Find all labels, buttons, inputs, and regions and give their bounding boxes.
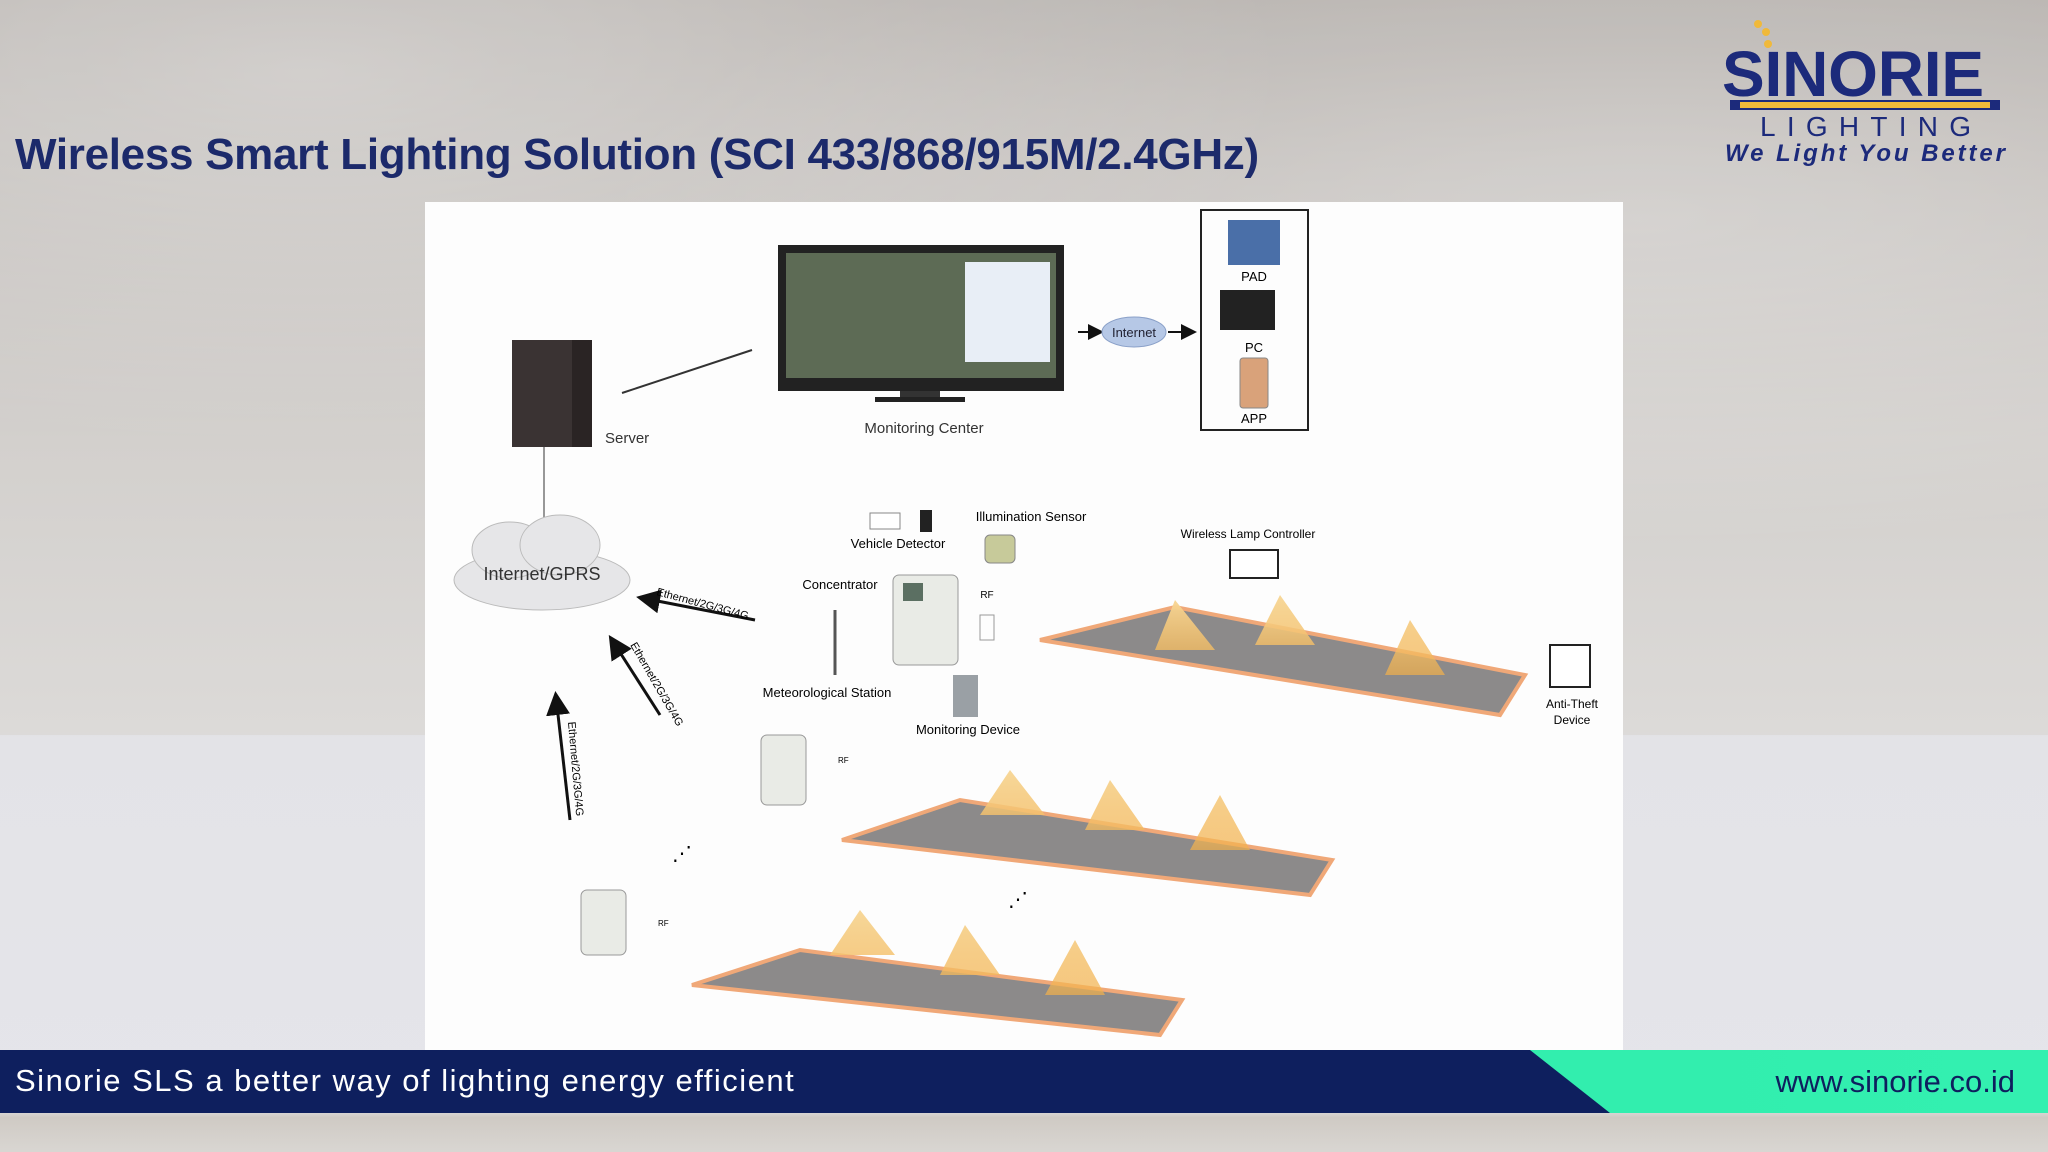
rf-label: RF [838,756,849,765]
illumination-sensor-icon [984,534,1016,564]
road-3 [691,910,1186,1038]
rf-label: RF [658,919,669,928]
road-2 [841,770,1336,898]
vehicle-detector-icon [869,512,901,530]
server-icon [512,340,592,447]
svg-text:SINORIE: SINORIE [1722,38,1984,110]
monitor-icon [778,245,1064,402]
road-1 [1039,595,1529,718]
rf-label: RF [980,590,993,601]
lamp-controller-icon [1229,549,1279,579]
monitoring-device-icon [953,675,978,717]
website-link[interactable]: www.sinorie.co.id [1775,1064,2015,1099]
ellipsis-dots: ⋰ [672,843,692,865]
page-title: Wireless Smart Lighting Solution (SCI 43… [15,130,1259,179]
concentrator-label: Concentrator [802,577,878,592]
app-label: APP [1241,411,1267,426]
anti-theft-label: Anti-Theft [1546,697,1599,711]
vehicle-detector-label: Vehicle Detector [851,536,946,551]
server-label: Server [605,430,649,447]
meteorological-station-label: Meteorological Station [763,685,892,700]
anti-theft-device-icon [1549,644,1591,688]
internet-cloud-icon [1101,316,1167,348]
link-label: Ethernet/2G/3G/4G [627,641,685,729]
concentrator-icon [580,889,627,956]
anti-theft-label: Device [1554,713,1591,727]
phone-icon [1239,357,1269,409]
sinorie-logo: SINORIE LIGHTING We Light You Better [1722,20,2007,167]
monitoring-device-label: Monitoring Device [916,722,1020,737]
concentrator-icon [760,734,807,806]
illumination-sensor-label: Illumination Sensor [976,509,1087,524]
wireless-lamp-controller-label: Wireless Lamp Controller [1181,527,1316,541]
client-devices-box [1200,209,1309,431]
monitoring-center-label: Monitoring Center [864,420,983,437]
pc-icon [1220,290,1275,330]
tablet-icon [1228,220,1280,265]
pad-label: PAD [1241,269,1267,284]
ellipsis-dots: ⋰ [1008,889,1028,911]
antenna-icon [979,614,995,641]
internet-gprs-label: Internet/GPRS [483,564,600,584]
internet-gprs-cloud-icon [453,514,631,611]
concentrator-icon [892,574,959,666]
pc-label: PC [1245,340,1263,355]
svg-text:We Light You Better: We Light You Better [1725,140,2007,167]
footer-slogan: Sinorie SLS a better way of lighting ene… [15,1063,796,1098]
internet-label: Internet [1112,325,1156,340]
footer-bar: Sinorie SLS a better way of lighting ene… [0,1050,2048,1113]
